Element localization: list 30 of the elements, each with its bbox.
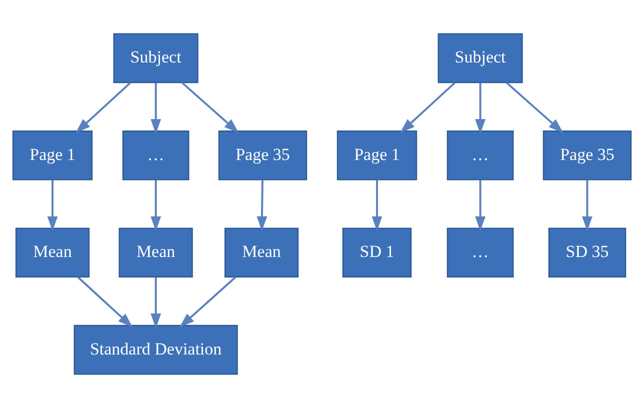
node-box: Subject xyxy=(113,32,198,83)
arrow xyxy=(256,180,268,231)
node-box: Page 35 xyxy=(542,130,632,180)
arrow xyxy=(150,276,162,328)
node-box: Page 1 xyxy=(336,130,418,180)
arrow xyxy=(77,276,133,327)
node-box: Subject xyxy=(438,32,523,83)
node-box: … xyxy=(446,227,514,278)
arrow xyxy=(475,82,486,134)
arrow xyxy=(475,180,486,231)
node-box: Mean xyxy=(15,227,90,278)
node-box: Mean xyxy=(118,227,193,278)
node-box: … xyxy=(446,130,514,180)
node-box: SD 1 xyxy=(342,227,412,278)
arrow xyxy=(179,276,236,327)
arrow xyxy=(372,180,382,231)
arrow xyxy=(76,82,131,132)
node-box: … xyxy=(122,130,190,180)
arrow xyxy=(582,180,592,231)
node-box: Page 1 xyxy=(12,130,93,180)
arrow xyxy=(400,82,456,132)
arrow xyxy=(506,82,564,132)
arrow xyxy=(182,82,239,132)
arrow xyxy=(150,82,162,134)
node-box: SD 35 xyxy=(548,227,626,278)
arrow xyxy=(150,180,162,231)
node-box: Standard Deviation xyxy=(74,324,238,374)
arrow xyxy=(47,180,58,231)
node-box: Mean xyxy=(224,227,299,278)
node-box: Page 35 xyxy=(218,130,308,180)
